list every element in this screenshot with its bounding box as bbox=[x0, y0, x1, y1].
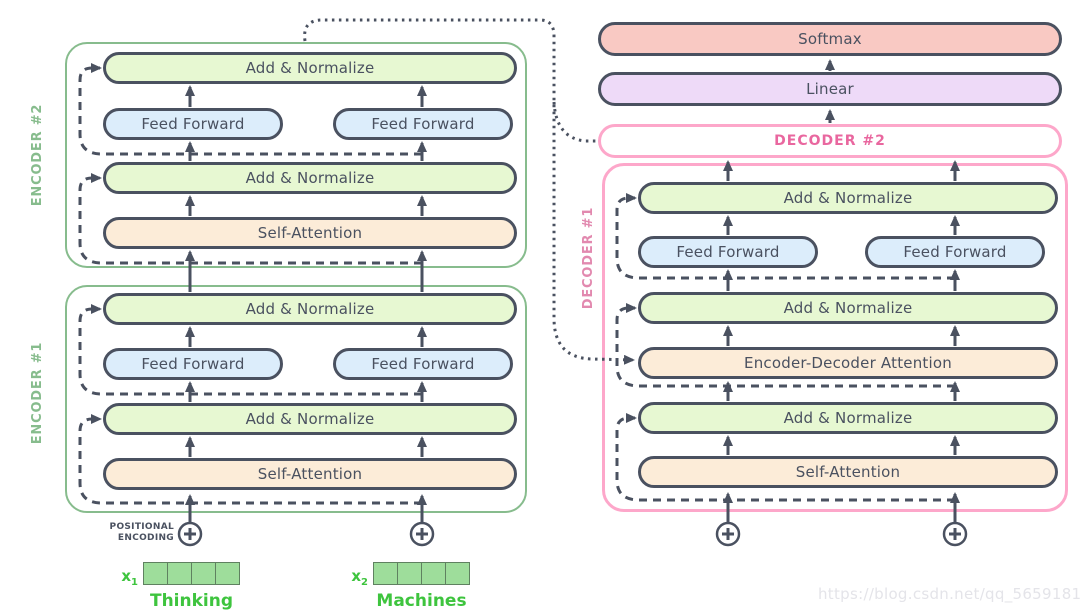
positional-add-icon bbox=[177, 521, 203, 547]
encoder1-feed-forward-right: Feed Forward bbox=[333, 348, 513, 380]
watermark-url: https://blog.csdn.net/qq_56591814 bbox=[818, 585, 1080, 603]
vector-cell bbox=[421, 563, 445, 584]
decoder1-add-normalize-bottom: Add & Normalize bbox=[638, 402, 1058, 434]
linear-block: Linear bbox=[598, 72, 1062, 106]
decoder1-self-attention: Self-Attention bbox=[638, 456, 1058, 488]
encoder1-add-normalize-top: Add & Normalize bbox=[103, 293, 517, 325]
encoder-1-label: ENCODER #1 bbox=[30, 341, 45, 445]
encoder2-self-attention: Self-Attention bbox=[103, 217, 517, 249]
vector-cell bbox=[445, 563, 469, 584]
positional-add-icons bbox=[177, 521, 968, 547]
decoder1-feed-forward-left: Feed Forward bbox=[638, 236, 818, 268]
token-word-machines: Machines bbox=[376, 591, 467, 611]
token-x2-symbol: x2 bbox=[342, 567, 368, 588]
vector-cell bbox=[167, 563, 191, 584]
x2-symbol: x bbox=[351, 567, 362, 585]
encoder1-add-normalize-mid: Add & Normalize bbox=[103, 403, 517, 435]
encoder2-feed-forward-left: Feed Forward bbox=[103, 108, 283, 140]
positional-add-icon bbox=[409, 521, 435, 547]
encoder1-self-attention: Self-Attention bbox=[103, 458, 517, 490]
encoder2-add-normalize-top: Add & Normalize bbox=[103, 52, 517, 84]
decoder1-feed-forward-right: Feed Forward bbox=[865, 236, 1045, 268]
positional-add-icon bbox=[715, 521, 741, 547]
vector-cell bbox=[374, 563, 397, 584]
encoder1-feed-forward-left: Feed Forward bbox=[103, 348, 283, 380]
decoder1-add-normalize-top: Add & Normalize bbox=[638, 182, 1058, 214]
x2-subscript: 2 bbox=[361, 577, 368, 588]
softmax-block: Softmax bbox=[598, 22, 1062, 56]
encoder2-add-normalize-mid: Add & Normalize bbox=[103, 162, 517, 194]
decoder1-add-normalize-mid: Add & Normalize bbox=[638, 292, 1058, 324]
encoder2-feed-forward-right: Feed Forward bbox=[333, 108, 513, 140]
x1-symbol: x bbox=[121, 567, 132, 585]
token-x2-embedding-vector bbox=[373, 562, 470, 585]
positional-encoding-line2: ENCODING bbox=[117, 533, 174, 543]
decoder-1-label: DECODER #1 bbox=[581, 206, 596, 310]
decoder1-encoder-decoder-attention: Encoder-Decoder Attention bbox=[638, 347, 1058, 379]
token-x1-symbol: x1 bbox=[112, 567, 138, 588]
vector-cell bbox=[397, 563, 421, 584]
vector-cell bbox=[215, 563, 239, 584]
positional-encoding-line1: POSITIONAL bbox=[109, 522, 174, 532]
token-word-thinking: Thinking bbox=[149, 591, 234, 611]
token-x1-embedding-vector bbox=[143, 562, 240, 585]
positional-add-icon bbox=[942, 521, 968, 547]
vector-cell bbox=[191, 563, 215, 584]
vector-cell bbox=[144, 563, 167, 584]
x1-subscript: 1 bbox=[131, 577, 138, 588]
encoder-2-label: ENCODER #2 bbox=[30, 103, 45, 207]
decoder-2-collapsed-block: DECODER #2 bbox=[598, 124, 1062, 158]
positional-encoding-label: POSITIONAL ENCODING bbox=[94, 522, 174, 544]
